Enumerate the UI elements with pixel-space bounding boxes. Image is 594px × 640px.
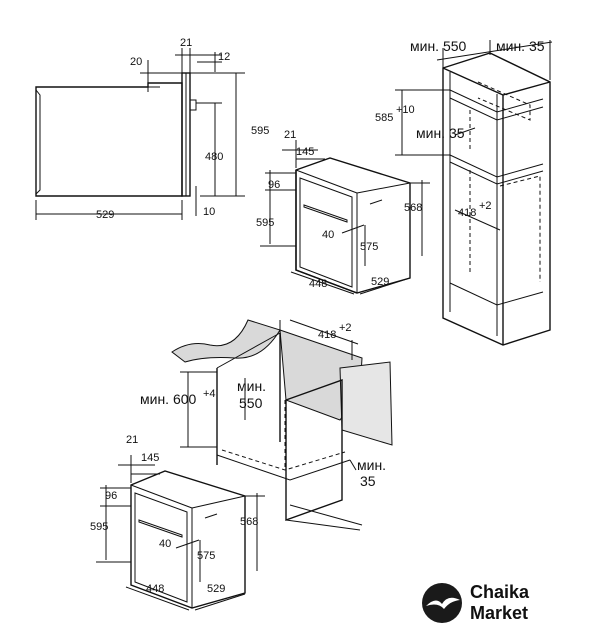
cabinet-min-35-mid: мин. 35 <box>416 125 465 141</box>
logo-line-2: Market <box>470 603 528 623</box>
oven-top-dim-21: 21 <box>284 129 296 141</box>
oven-bottom-dim-145: 145 <box>141 452 159 464</box>
counter-min-600-tol: +4 <box>203 388 216 400</box>
oven-top-dim-595: 595 <box>256 217 274 229</box>
oven-top-dim-40: 40 <box>322 229 334 241</box>
cabinet-dim-418: 418 <box>458 207 476 219</box>
oven-bottom-dim-448: 448 <box>146 583 164 595</box>
chaika-market-logo <box>422 583 462 623</box>
cabinet-min-35-top: мин. 35 <box>496 38 545 54</box>
oven-bottom-dim-595: 595 <box>90 521 108 533</box>
oven-top-dim-575: 575 <box>360 241 378 253</box>
logo-line-1: Chaika <box>470 582 530 602</box>
side-dim-20: 20 <box>130 56 142 68</box>
oven-top-dim-529: 529 <box>371 276 389 288</box>
seagull-icon <box>422 583 462 623</box>
oven-bottom-dim-529: 529 <box>207 583 225 595</box>
counter-min-600: мин. 600 <box>140 391 197 407</box>
counter-dim-418: 418 <box>318 329 336 341</box>
oven-bottom-drawing <box>96 455 265 611</box>
oven-bottom-dim-568: 568 <box>240 516 258 528</box>
oven-bottom-dim-21: 21 <box>126 434 138 446</box>
side-dim-595: 595 <box>251 125 269 137</box>
oven-top-drawing <box>260 140 430 295</box>
counter-min-35-b: 35 <box>360 473 376 489</box>
oven-bottom-dim-575: 575 <box>197 550 215 562</box>
oven-bottom-dim-40: 40 <box>159 538 171 550</box>
counter-dim-418-tol: +2 <box>339 322 352 334</box>
oven-top-dim-448: 448 <box>309 278 327 290</box>
oven-top-dim-568: 568 <box>404 202 422 214</box>
oven-top-dim-145: 145 <box>296 146 314 158</box>
cabinet-dim-585-tol: +10 <box>396 104 415 116</box>
cabinet-dim-585: 585 <box>375 112 393 124</box>
oven-bottom-dim-96: 96 <box>105 490 117 502</box>
counter-installation-drawing <box>171 319 393 531</box>
side-dim-21: 21 <box>180 37 192 49</box>
side-dim-529: 529 <box>96 209 114 221</box>
cabinet-dim-418-tol: +2 <box>479 200 492 212</box>
tall-cabinet-drawing <box>395 40 553 346</box>
counter-min-35-a: мин. <box>357 457 386 473</box>
oven-top-dim-96: 96 <box>268 179 280 191</box>
side-dim-12: 12 <box>218 51 230 63</box>
side-view-drawing <box>35 48 245 220</box>
counter-min-label: мин. <box>237 378 266 394</box>
side-dim-480: 480 <box>205 151 223 163</box>
side-dim-10: 10 <box>203 206 215 218</box>
counter-dim-550: 550 <box>239 395 263 411</box>
cabinet-min-550: мин. 550 <box>410 38 467 54</box>
